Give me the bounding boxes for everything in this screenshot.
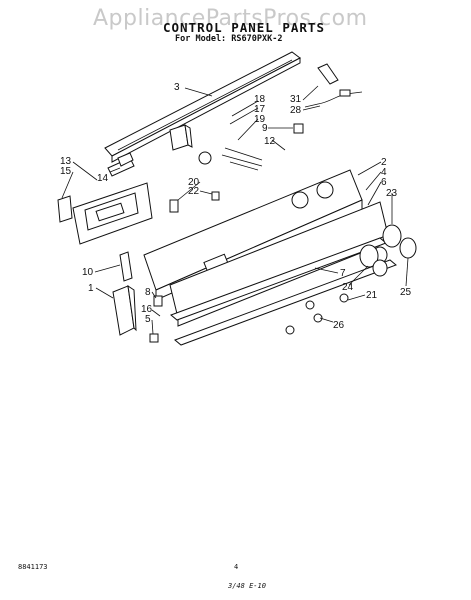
callout-13: 13 [60,156,72,167]
part-knobs [359,224,417,277]
callout-23: 23 [386,188,398,199]
part-bracket-10 [119,251,133,282]
callout-12: 12 [264,136,276,147]
part-switch-18 [169,124,212,165]
part-clip-8 [153,295,163,307]
part-clip-5 [149,333,159,343]
callout-5: 5 [145,314,151,325]
diagram-title: CONTROL PANEL PARTS [163,20,325,35]
callout-6: 6 [381,177,387,188]
callout-2: 2 [381,157,387,168]
callout-18: 18 [254,94,266,105]
callout-19: 19 [254,114,266,125]
callout-28: 28 [290,105,302,116]
callout-21: 21 [366,290,378,301]
part-bottom-trim [170,237,397,346]
callout-26: 26 [333,320,345,331]
part-spring-20 [169,191,220,213]
callout-4: 4 [381,167,387,178]
part-wire-28 [304,89,363,108]
callout-7: 7 [340,268,346,279]
callout-25: 25 [400,287,412,298]
callout-9: 9 [262,123,268,134]
callout-10: 10 [82,267,94,278]
callout-17: 17 [254,104,266,115]
footer-code: 8841173 [18,563,48,571]
callout-8: 8 [145,287,151,298]
callout-20: 20 [188,177,200,188]
page-number: 4 [234,563,239,571]
part-clock-panel [57,182,153,245]
part-bracket-14 [107,152,135,177]
callout-14: 14 [97,173,109,184]
part-trim-strip [104,51,301,163]
callout-24: 24 [342,282,354,293]
callout-31: 31 [290,94,302,105]
part-wires-19 [221,147,263,171]
part-clip-9 [293,123,304,134]
leader-lines [61,85,409,335]
handwritten-note: 3/48 E-10 [228,582,266,590]
callout-3: 3 [174,82,180,93]
part-bracket-31 [317,63,339,85]
callout-1: 1 [88,283,94,294]
part-end-cap [112,284,137,336]
callout-16: 16 [141,304,153,315]
callout-22: 22 [188,186,200,197]
model-line: For Model: RS670PXK-2 [175,34,283,44]
part-nuts [285,293,349,335]
watermark: AppliancePartsPros.com [93,6,368,31]
callout-15: 15 [60,166,72,177]
